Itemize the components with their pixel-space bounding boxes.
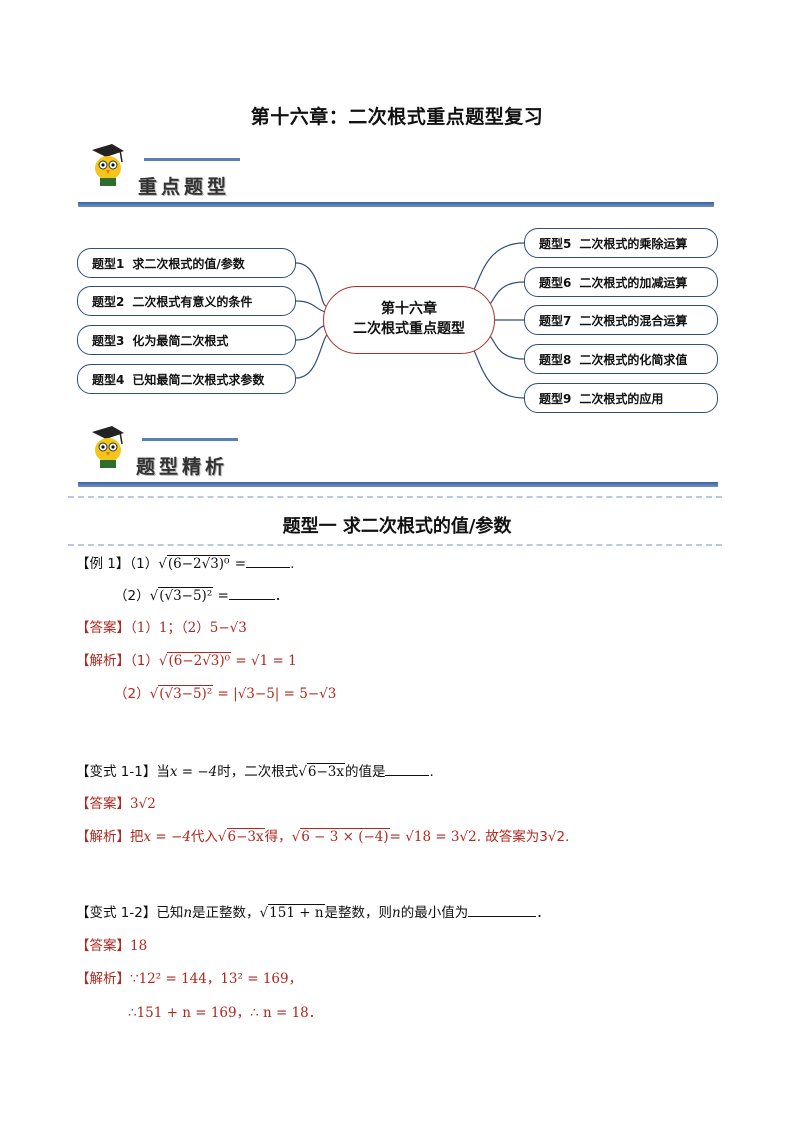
divider [68, 496, 722, 498]
variant-1-2-analysis-1: 【解析】∵12² = 144，13² = 169， [76, 971, 303, 987]
example-1-analysis-2: （2）√(√3−5)² = |√3−5| = 5−√3 [114, 685, 337, 702]
variant-1-1-question: 【变式 1-1】当x = −4时，二次根式√6−3x的值是. [76, 761, 434, 782]
answer-blank [228, 585, 275, 600]
variant-1-2-analysis-2: ∴151 + n = 169，∴ n = 18． [128, 1005, 323, 1021]
variant-1-1-answer: 【答案】3√2 [76, 796, 156, 812]
variant-1-1-analysis: 【解析】把x = −4代入√6−3x得，√6 − 3 × (−4)= √18 =… [76, 828, 570, 845]
section-label: 重点题型 [138, 176, 231, 198]
example-1-question-2: （2）√(√3−5)² =． [114, 585, 288, 606]
section-header-key-types: 重点题型 [78, 142, 718, 212]
variant-1-2-question: 【变式 1-2】已知n是正整数，√151 + n是整数，则n的最小值为． [76, 902, 550, 923]
mascot-icon [92, 426, 124, 468]
answer-blank [468, 902, 537, 917]
answer-blank [246, 553, 291, 568]
example-1-answer: 【答案】（1）1；（2）5−√3 [76, 620, 247, 636]
type-title: 题型一 求二次根式的值/参数 [282, 516, 512, 537]
example-1-question-1: 【例 1】（1）√(6−2√3)⁰ =. [76, 553, 294, 574]
variant-1-2-answer: 【答案】18 [76, 938, 148, 954]
answer-blank [385, 761, 430, 776]
section-label: 题型精析 [136, 456, 229, 478]
divider [68, 544, 722, 546]
mindmap-center-node: 第十六章 二次根式重点题型 [323, 286, 495, 354]
mascot-icon [92, 144, 124, 186]
section-header-analysis: 题型精析 [78, 424, 718, 494]
page-title: 第十六章：二次根式重点题型复习 [250, 106, 544, 128]
example-1-analysis-1: 【解析】（1）√(6−2√3)⁰ = √1 = 1 [76, 652, 297, 669]
